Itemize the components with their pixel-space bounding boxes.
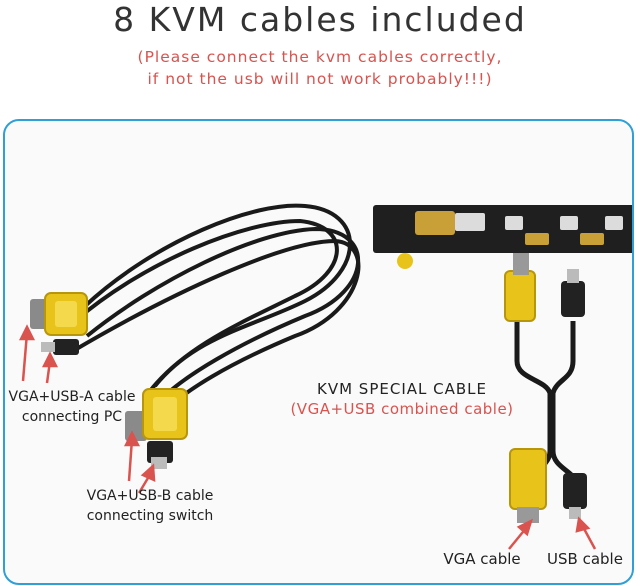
- special-bottom-usb: [563, 473, 587, 519]
- page-title: 8 KVM cables included: [113, 0, 527, 39]
- kvm-cable-coil: [71, 203, 361, 423]
- warning-note-line2: if not the usb will not work probably!!!…: [147, 70, 493, 88]
- special-cable-subtitle: (VGA+USB combined cable): [290, 400, 514, 418]
- cable-b-label-line2: connecting switch: [86, 508, 214, 524]
- usb-a-plug: [41, 339, 79, 355]
- kvm-switch-device: [373, 205, 632, 269]
- special-cable-label: KVM SPECIAL CABLE (VGA+USB combined cabl…: [277, 379, 527, 419]
- special-cable-title: KVM SPECIAL CABLE: [317, 380, 487, 398]
- pointer-arrows: [18, 324, 597, 550]
- vga-connector-a: [30, 292, 88, 336]
- cable-a-label: VGA+USB-A cable connecting PC: [7, 387, 137, 427]
- cable-illustration: [18, 203, 632, 550]
- product-panel: VGA+USB-A cable connecting PC VGA+USB-B …: [3, 119, 634, 585]
- cable-a-label-line2: connecting PC: [21, 409, 123, 425]
- special-top-usb: [561, 269, 585, 317]
- usb-b-plug: [147, 441, 173, 469]
- special-top-vga: [504, 253, 536, 322]
- cable-b-label: VGA+USB-B cable connecting switch: [75, 486, 225, 526]
- special-bottom-vga: [509, 448, 547, 523]
- cable-b-label-line1: VGA+USB-B cable: [86, 488, 214, 504]
- warning-note-line1: (Please connect the kvm cables correctly…: [137, 48, 503, 66]
- cable-a-label-line1: VGA+USB-A cable: [8, 389, 136, 405]
- usb-cable-label: USB cable: [547, 550, 623, 568]
- vga-cable-label: VGA cable: [443, 550, 521, 568]
